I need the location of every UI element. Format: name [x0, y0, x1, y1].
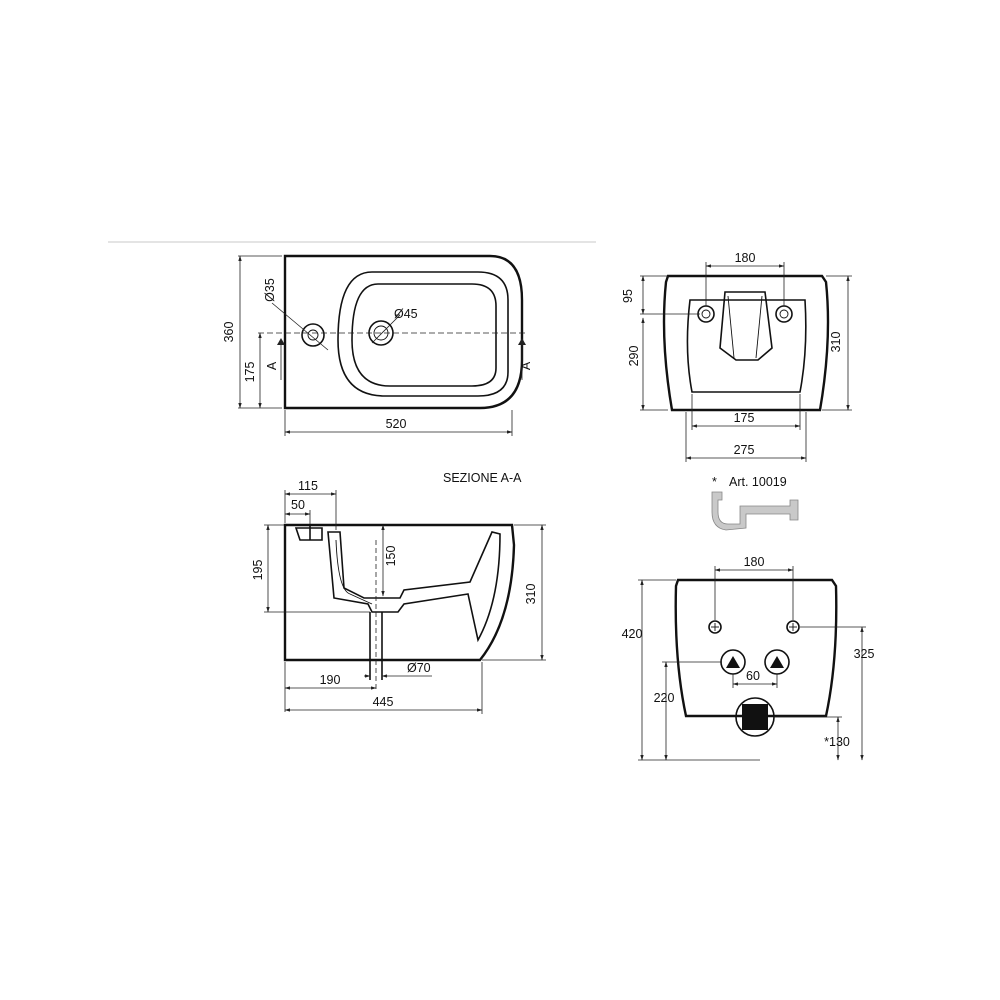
- dim-180-rear: 180: [735, 251, 756, 265]
- dim-180-wall: 180: [744, 555, 765, 569]
- dim-150: 150: [384, 546, 398, 567]
- dim-95: 95: [621, 289, 635, 303]
- accessory-marker: *: [712, 475, 717, 489]
- section-title: SEZIONE A-A: [443, 471, 522, 485]
- section-rim: [294, 527, 323, 541]
- tap-hole-inner: [307, 329, 319, 341]
- dim-220: 220: [654, 691, 675, 705]
- rear-inner-cavity: [686, 299, 807, 393]
- wall-outline: [674, 578, 838, 718]
- rear-hole-right-inner: [779, 309, 789, 319]
- dim-520: 520: [386, 417, 407, 431]
- dim-115: 115: [298, 479, 318, 493]
- dim-310-rear: 310: [829, 332, 843, 353]
- rear-bracket: [719, 291, 773, 361]
- rear-hole-left: [697, 305, 715, 323]
- section-inner-wall: [335, 539, 373, 605]
- dim-275: 275: [734, 443, 755, 457]
- section-view: SEZIONE A-A 115: [251, 471, 546, 714]
- dim-130: *130: [824, 735, 850, 749]
- wall-bolt-left: [708, 620, 722, 634]
- rear-hole-left-inner: [701, 309, 711, 319]
- section-outline: [283, 523, 516, 662]
- dim-445: 445: [373, 695, 394, 709]
- section-mark-left: A: [265, 361, 279, 370]
- dim-325: 325: [854, 647, 875, 661]
- bowl-inner-rim: [351, 283, 497, 387]
- top-view: 360 175 Ø35 Ø45 A A 520: [222, 254, 533, 436]
- rear-outline: [662, 274, 830, 412]
- dim-195: 195: [251, 560, 265, 581]
- section-mark-right: A: [519, 361, 533, 370]
- tap-hole: [301, 323, 325, 347]
- dim-290: 290: [627, 346, 641, 367]
- accessory-label: Art. 10019: [729, 475, 787, 489]
- accessory-siphon: * Art. 10019: [711, 475, 799, 531]
- rear-hole-right: [775, 305, 793, 323]
- dim-drain-diameter: Ø70: [407, 661, 431, 675]
- dim-50: 50: [291, 498, 305, 512]
- dim-175-rear: 175: [734, 411, 755, 425]
- label-drain-hole: Ø45: [394, 307, 418, 321]
- dim-175: 175: [243, 362, 257, 383]
- dim-310-section: 310: [524, 584, 538, 605]
- label-tap-hole: Ø35: [263, 278, 277, 302]
- dim-420: 420: [622, 627, 643, 641]
- wall-bolt-right: [786, 620, 800, 634]
- wall-view: 180 420 325 60 220 *130: [622, 555, 875, 761]
- dim-60: 60: [746, 669, 760, 683]
- dim-190: 190: [320, 673, 341, 687]
- siphon-shape: [711, 491, 799, 531]
- bowl-outer-rim: [337, 271, 509, 397]
- rear-view: 180 95 290 310 175 275: [621, 251, 852, 462]
- section-bowl: [327, 531, 501, 643]
- dim-360: 360: [222, 322, 236, 343]
